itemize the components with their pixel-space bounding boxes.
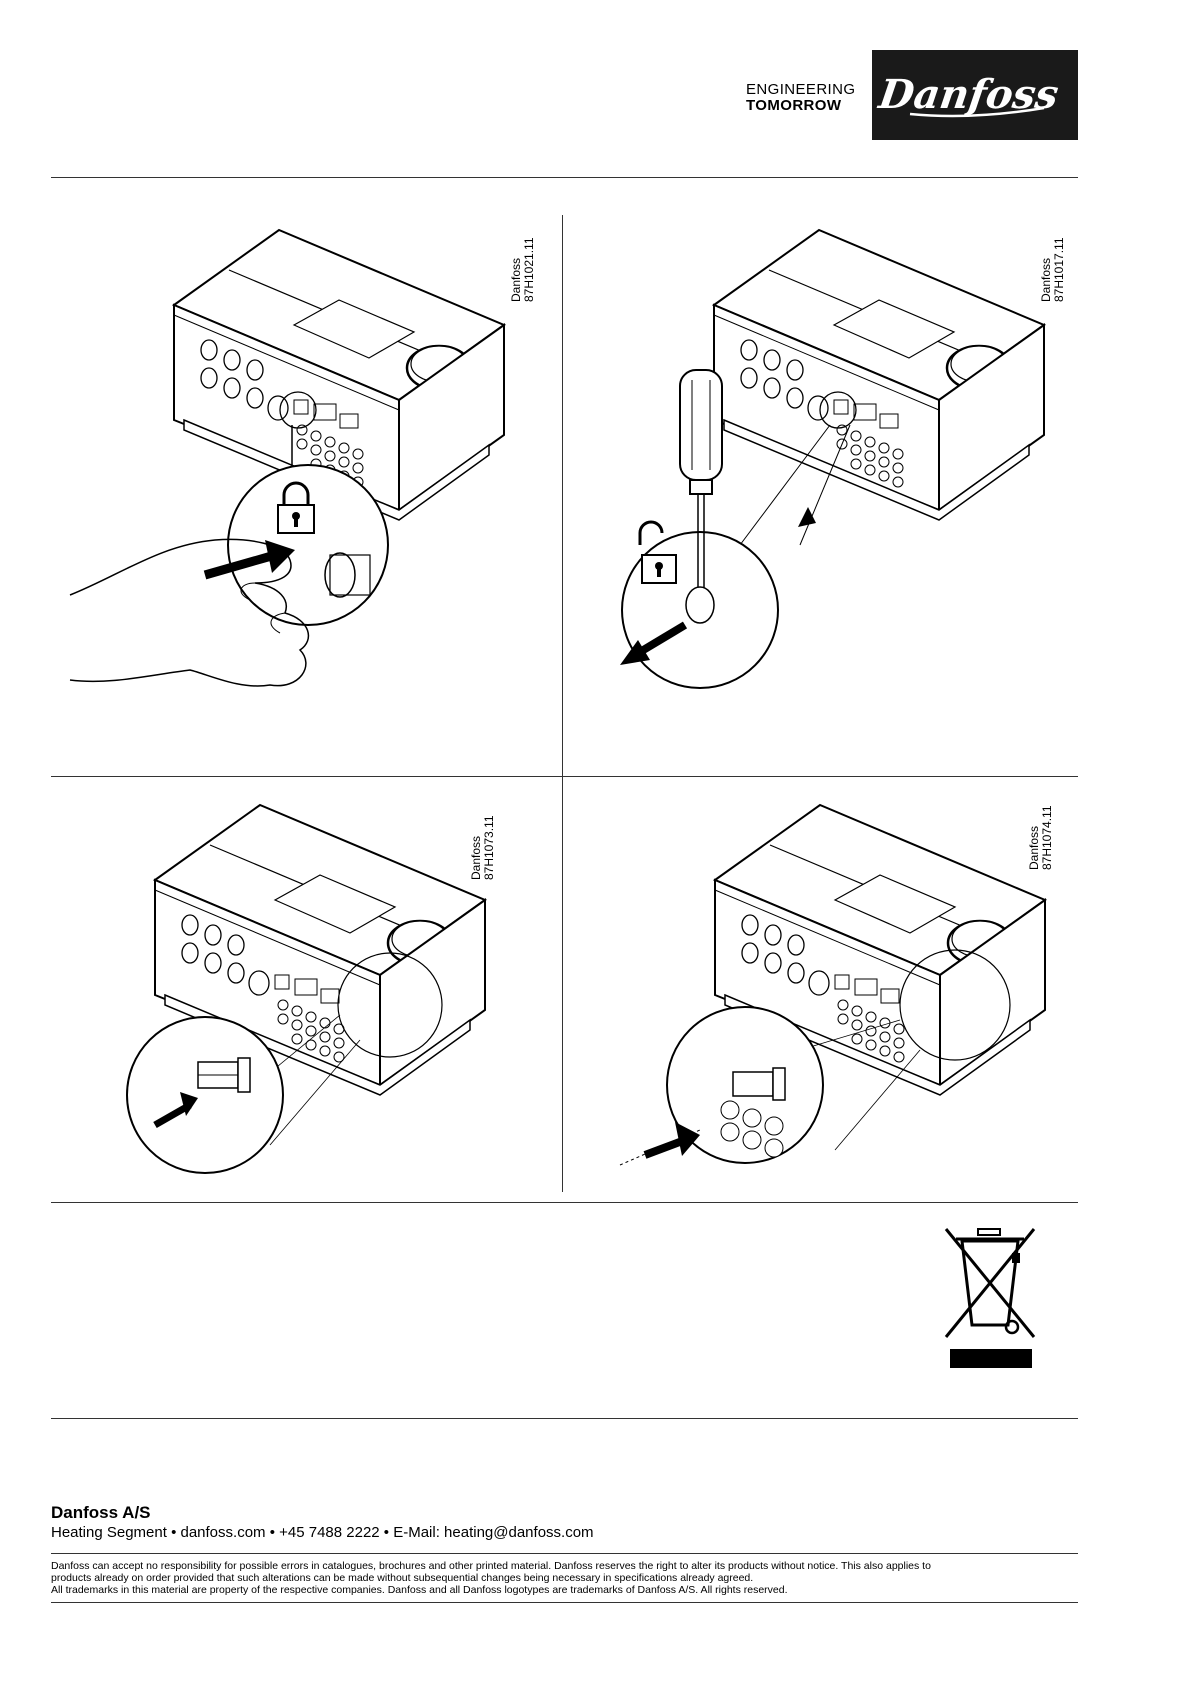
- tagline-line-2: TOMORROW: [746, 97, 842, 114]
- disclaimer-line-1: Danfoss can accept no responsibility for…: [51, 1560, 931, 1572]
- disclaimer-line-2: products already on order provided that …: [51, 1572, 754, 1584]
- disclaimer-top-rule: [51, 1553, 1078, 1554]
- code-number: 87H1074.11: [1040, 805, 1054, 871]
- figure-panel-connector-seated: [600, 800, 1060, 1180]
- panel-vertical-divider: [562, 215, 563, 1192]
- company-name: Danfoss A/S: [51, 1503, 151, 1522]
- footer-divider: [51, 1418, 1078, 1419]
- figure-code-3: Danfoss 87H1073.11: [469, 815, 496, 881]
- connector-plug-icon: [197, 1057, 251, 1093]
- figure-panel-connector-insert: [120, 800, 520, 1180]
- disclaimer-text: Danfoss can accept no responsibility for…: [51, 1560, 1071, 1596]
- panel-bottom-divider: [51, 1202, 1078, 1203]
- tagline-line-1: ENGINEERING: [746, 81, 856, 98]
- padlock-closed-icon: [277, 481, 315, 534]
- panel-horizontal-divider: [51, 776, 1078, 777]
- engineering-tomorrow-tagline: ENGINEERING TOMORROW: [746, 82, 855, 114]
- code-number: 87H1073.11: [482, 815, 496, 881]
- figure-panel-lock: [40, 215, 555, 745]
- figure-code-1: Danfoss 87H1021.11: [509, 237, 536, 303]
- figure-panel-unlock: [580, 215, 1080, 745]
- danfoss-logo: Danfoss: [872, 50, 1078, 140]
- connector-plug-icon: [732, 1067, 786, 1101]
- disclaimer-bottom-rule: [51, 1602, 1078, 1603]
- padlock-open-icon: [638, 520, 677, 584]
- code-number: 87H1017.11: [1052, 237, 1066, 303]
- figure-code-4: Danfoss 87H1074.11: [1027, 805, 1054, 871]
- disclaimer-line-3: All trademarks in this material are prop…: [51, 1584, 788, 1596]
- figure-code-2: Danfoss 87H1017.11: [1039, 237, 1066, 303]
- header-divider: [51, 177, 1078, 178]
- contact-line: Heating Segment • danfoss.com • +45 7488…: [51, 1524, 594, 1541]
- crossed-out-wheelie-bin-icon: [942, 1225, 1042, 1370]
- code-number: 87H1021.11: [522, 237, 536, 303]
